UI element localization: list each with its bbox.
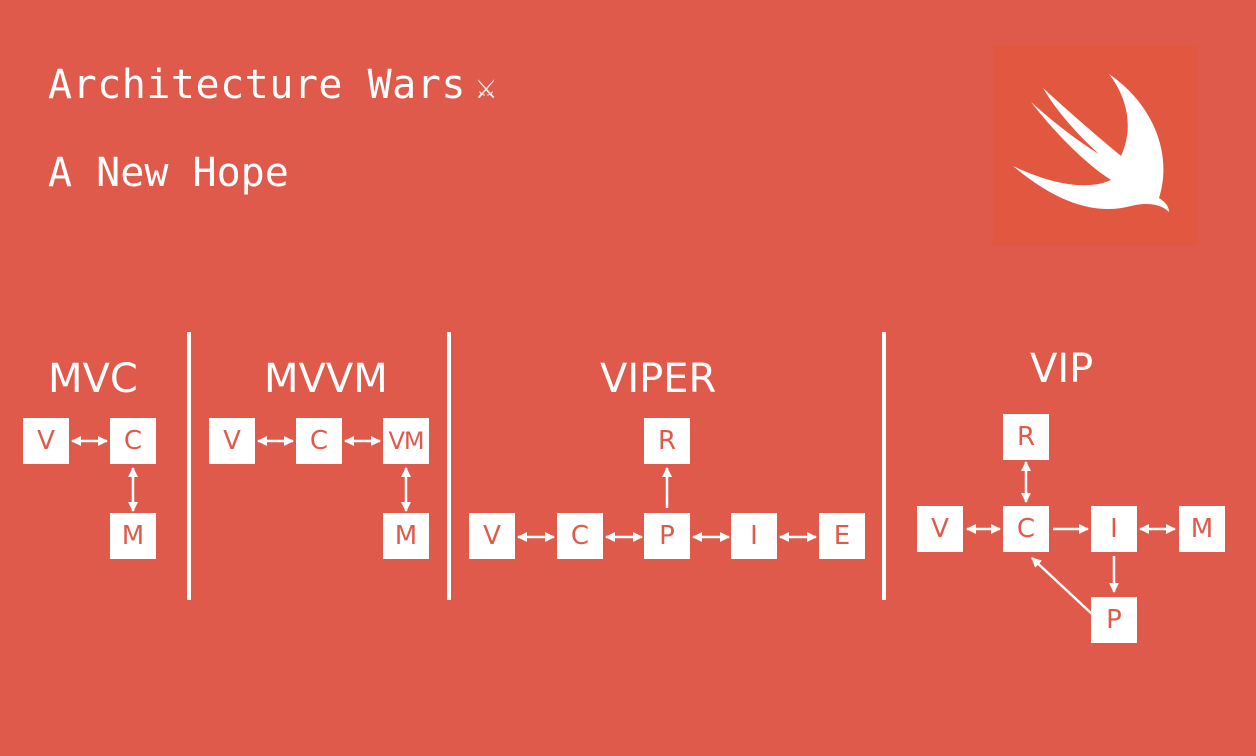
vip-node-r: R	[1003, 414, 1049, 460]
viper-node-v: V	[469, 513, 515, 559]
vip-node-c: C	[1003, 506, 1049, 552]
mvc-node-c: C	[110, 418, 156, 464]
mvc-node-v: V	[23, 418, 69, 464]
viper-title: VIPER	[600, 356, 717, 402]
viper-node-p: P	[644, 513, 690, 559]
viper-node-i: I	[731, 513, 777, 559]
subtitle: A New Hope	[48, 150, 289, 196]
logo-box	[993, 46, 1197, 246]
divider	[187, 332, 191, 600]
mvvm-node-v: V	[209, 418, 255, 464]
title: Architecture Wars⚔	[48, 62, 497, 108]
swift-logo-icon	[1013, 74, 1169, 212]
arrow-vip-p-c	[1031, 557, 1093, 615]
mvvm-title: MVVM	[264, 356, 388, 402]
viper-node-e: E	[819, 513, 865, 559]
mvvm-node-c: C	[296, 418, 342, 464]
mvc-title: MVC	[48, 356, 138, 402]
vip-node-m: M	[1179, 506, 1225, 552]
divider	[447, 332, 451, 600]
vip-node-v: V	[917, 506, 963, 552]
title-text: Architecture Wars	[48, 62, 466, 108]
divider	[882, 332, 886, 600]
vip-node-p: P	[1091, 597, 1137, 643]
mvvm-node-m: M	[383, 513, 429, 559]
vip-node-i: I	[1091, 506, 1137, 552]
crossed-swords-icon: ⚔	[475, 67, 497, 107]
mvc-node-m: M	[110, 513, 156, 559]
viper-node-c: C	[557, 513, 603, 559]
vip-title: VIP	[1030, 346, 1094, 392]
mvvm-node-vm: VM	[383, 418, 429, 464]
viper-node-r: R	[644, 418, 690, 464]
